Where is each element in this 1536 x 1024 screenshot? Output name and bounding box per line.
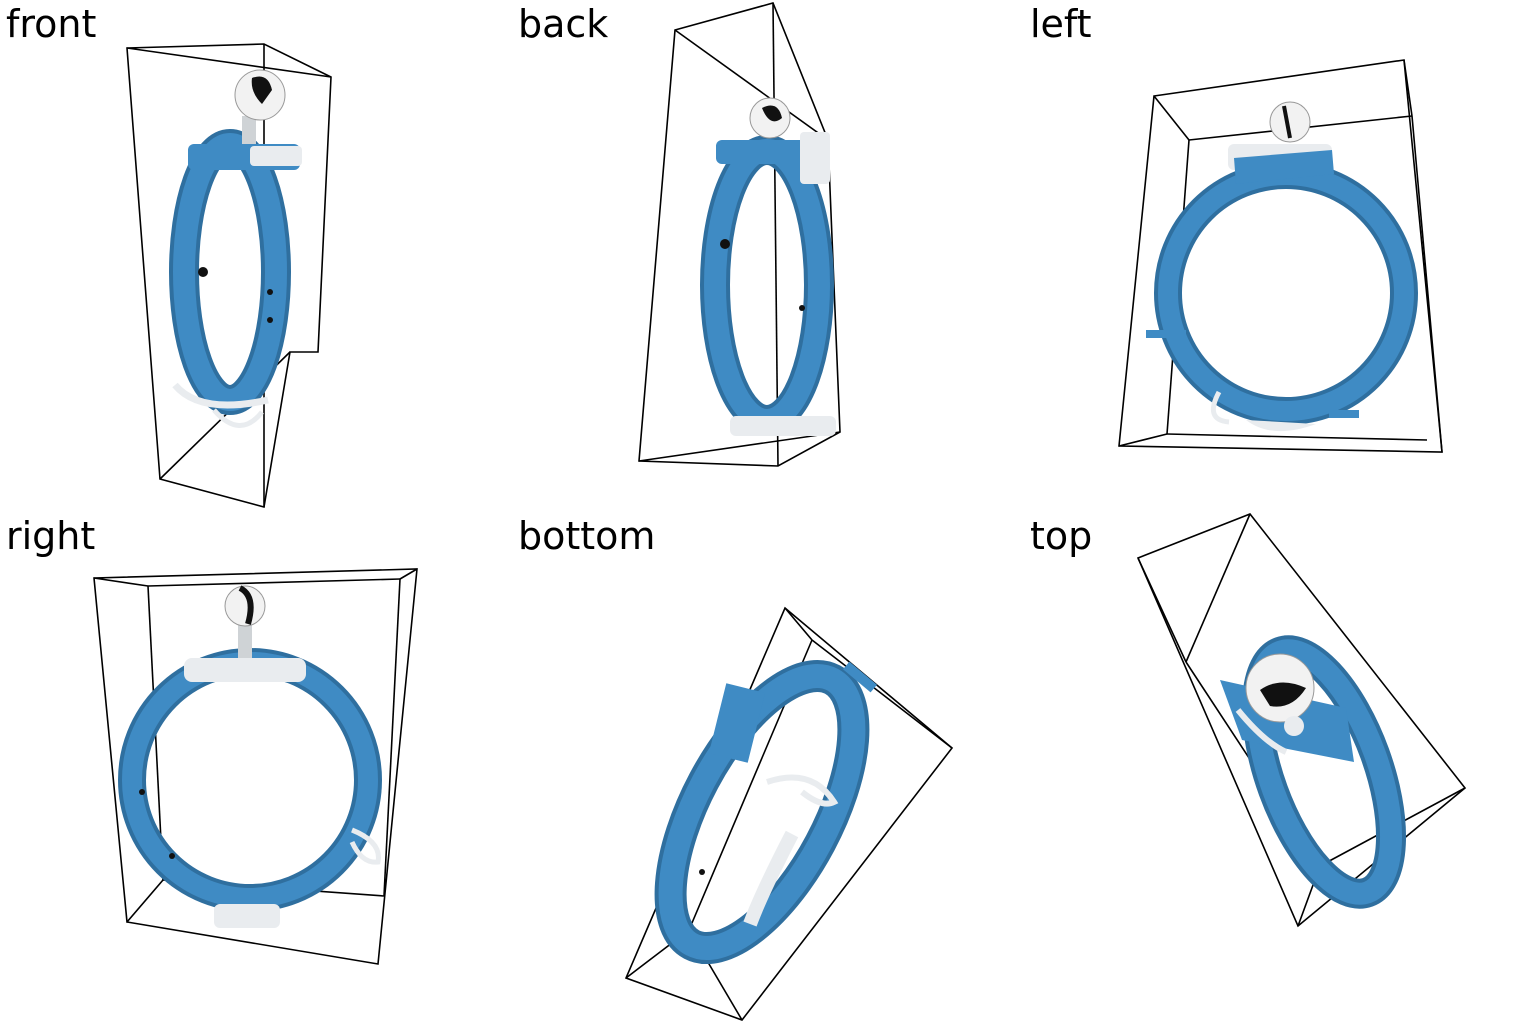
view-back-render [638,2,841,467]
view-bottom: bottom [512,512,1024,1024]
view-left: left [1024,0,1536,512]
view-right: right [0,512,512,1024]
view-front: front [0,0,512,512]
collar-model [1220,635,1407,909]
collar-model [700,97,836,436]
bounding-box [638,2,841,467]
view-top-render [1136,513,1467,928]
bounding-box [126,43,332,509]
collar-model [118,585,382,928]
view-label-top: top [1030,514,1093,558]
view-bottom-render [624,606,954,1021]
view-label-right: right [6,514,96,558]
collar-model [1146,101,1418,432]
view-right-render [93,568,418,965]
view-label-front: front [6,2,97,46]
view-top: top [1024,512,1536,1024]
collar-model [169,69,302,428]
view-back: back [512,0,1024,512]
view-front-render [126,43,332,509]
view-label-left: left [1030,2,1092,46]
view-label-back: back [518,2,609,46]
view-left-render [1118,59,1443,453]
view-label-bottom: bottom [518,514,656,558]
collar-model [654,659,878,965]
